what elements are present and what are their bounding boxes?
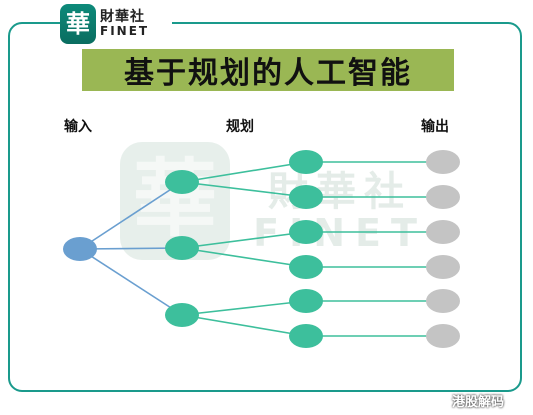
watermark-mark: 華: [133, 149, 217, 248]
logo-name-cn: 財華社: [100, 9, 145, 26]
plan-step-node-5: [289, 289, 323, 313]
edge-plan-1-to-step-1: [181, 161, 307, 183]
plan-step-node-3: [289, 220, 323, 244]
input-node: [63, 237, 97, 261]
watermark-mark-bg: [120, 142, 230, 260]
plan-step-node-2: [289, 185, 323, 209]
output-node-2: [426, 185, 460, 209]
diagram-edges: [79, 161, 443, 337]
output-node-6: [426, 324, 460, 348]
plan-step-node-4: [289, 255, 323, 279]
edge-plan-2-to-step-4: [181, 247, 307, 268]
output-node-4: [426, 255, 460, 279]
edge-input-to-plan-3: [79, 248, 183, 316]
title-bar: 基于规划的人工智能: [82, 49, 454, 91]
plan-node-2: [165, 236, 199, 260]
edge-input-to-plan-2: [79, 247, 183, 250]
plan-node-1: [165, 170, 199, 194]
plan-step-node-6: [289, 324, 323, 348]
page-title: 基于规划的人工智能: [124, 56, 412, 91]
watermark-name-en: FINET: [253, 211, 427, 255]
column-label-input: 输入: [64, 119, 92, 135]
column-label-plan: 规划: [226, 119, 254, 135]
plan-node-3: [165, 303, 199, 327]
logo-mark: 華: [60, 4, 96, 44]
edge-plan-1-to-step-2: [181, 181, 307, 198]
watermark-name-cn: 財華社: [268, 169, 412, 215]
logo-text: 財華社 FINET: [100, 10, 149, 37]
edge-plan-2-to-step-3: [181, 231, 307, 249]
output-node-5: [426, 289, 460, 313]
edge-plan-3-to-step-6: [181, 314, 307, 337]
column-label-output: 输出: [421, 119, 449, 135]
output-node-1: [426, 150, 460, 174]
edge-plan-3-to-step-5: [181, 300, 307, 316]
output-node-3: [426, 220, 460, 244]
plan-step-node-1: [289, 150, 323, 174]
edge-input-to-plan-1: [79, 181, 183, 250]
logo: 華 財華社 FINET: [60, 3, 172, 45]
footer-watermark: 港股解码: [452, 395, 505, 410]
logo-name-en: FINET: [100, 24, 150, 39]
watermark: 華 財華社 FINET: [120, 142, 427, 260]
diagram-nodes: [63, 150, 460, 348]
